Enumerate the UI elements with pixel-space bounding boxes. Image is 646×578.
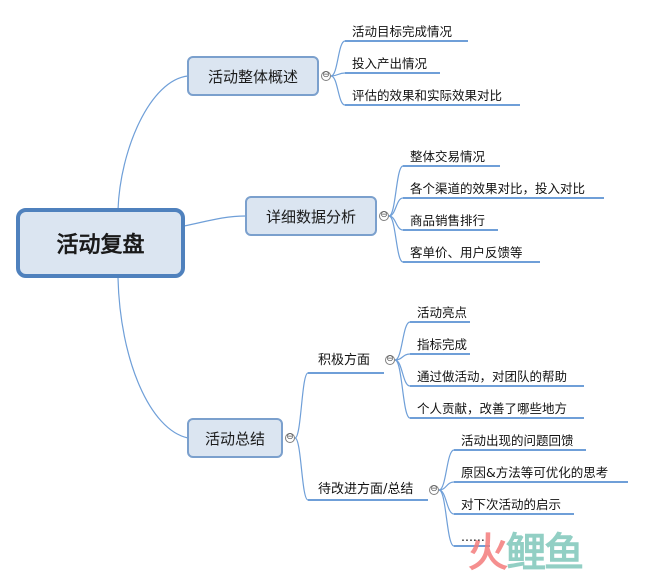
leaf-analysis-4[interactable]: 客单价、用户反馈等 [410,245,523,260]
connector-line-21 [394,321,411,361]
connector-line-5 [330,75,346,106]
leaf-analysis-3[interactable]: 商品销售排行 [410,213,486,228]
connector-line-1 [183,215,247,227]
connector-line-9 [388,165,404,217]
leaf-analysis-2[interactable]: 各个渠道的效果对比，投入对比 [410,181,586,196]
root-node[interactable]: 活动复盘 [16,208,185,278]
connector-line-2 [117,277,189,439]
leaf-improve-2[interactable]: 原因&方法等可优化的思考 [461,465,609,480]
watermark-part2: 鲤鱼 [506,530,584,576]
branch-data-analysis[interactable]: 详细数据分析 [245,196,377,236]
group-positive-label[interactable]: 积极方面 [318,353,371,368]
leaf-improve-4[interactable]: ...... [461,529,485,544]
collapse-toggle-positive[interactable]: ⊖ [385,354,395,365]
watermark-part1: 火 [468,530,508,576]
group-improve-label[interactable]: 待改进方面/总结 [318,482,414,497]
leaf-positive-4[interactable]: 个人贡献，改善了哪些地方 [417,401,568,416]
leaf-positive-3[interactable]: 通过做活动，对团队的帮助 [417,369,568,384]
branch-overview[interactable]: 活动整体概述 [187,56,319,96]
connector-line-12 [388,215,404,263]
connector-line-18 [294,437,309,501]
connector-line-30 [438,481,455,491]
watermark-logo: 火鲤鱼 [468,520,584,578]
leaf-positive-2[interactable]: 指标完成 [417,337,468,352]
leaf-positive-1[interactable]: 活动亮点 [417,305,468,320]
leaf-analysis-1[interactable]: 整体交易情况 [410,149,486,164]
leaf-overview-2[interactable]: 投入产出情况 [352,56,428,71]
connector-line-29 [438,449,455,491]
connector-line-24 [394,359,411,419]
collapse-toggle-overview[interactable]: ⊖ [321,70,331,81]
connector-line-32 [438,489,455,547]
branch-summary[interactable]: 活动总结 [187,418,283,458]
leaf-improve-1[interactable]: 活动出现的问题回馈 [461,433,574,448]
connector-line-3 [330,40,346,77]
collapse-toggle-improve[interactable]: ⊖ [429,484,439,495]
connector-line-10 [388,197,404,217]
collapse-toggle-summary[interactable]: ⊖ [285,432,295,443]
connector-line-17 [294,372,309,439]
leaf-overview-3[interactable]: 评估的效果和实际效果对比 [352,88,503,103]
leaf-improve-3[interactable]: 对下次活动的启示 [461,497,562,512]
connector-line-0 [117,75,189,211]
leaf-overview-1[interactable]: 活动目标完成情况 [352,24,453,39]
collapse-toggle-data-analysis[interactable]: ⊖ [379,210,389,221]
